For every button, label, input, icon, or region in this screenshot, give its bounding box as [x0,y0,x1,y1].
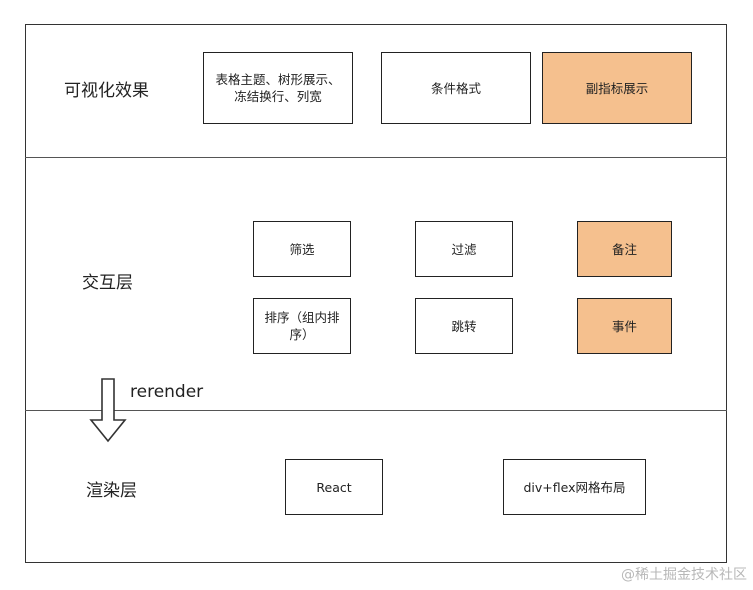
render-box-react: React [285,459,383,515]
render-layer-label: 渲染层 [86,481,137,501]
interaction-box-sort: 排序（组内排序） [253,298,351,354]
outer-frame [25,24,727,563]
interaction-box-note: 备注 [577,221,672,277]
interaction-layer-label: 交互层 [82,273,133,293]
visual-box-conditional-format: 条件格式 [381,52,531,124]
visual-box-table-theme: 表格主题、树形展示、冻结换行、列宽 [203,52,353,124]
rerender-label: rerender [130,382,204,402]
interaction-box-filter: 筛选 [253,221,351,277]
visual-box-sub-metric: 副指标展示 [542,52,692,124]
interaction-box-filtering: 过滤 [415,221,513,277]
layer-divider-top [25,157,727,158]
interaction-box-jump: 跳转 [415,298,513,354]
layer-divider-bottom [25,410,727,411]
interaction-box-event: 事件 [577,298,672,354]
render-box-div-flex-grid: div+flex网格布局 [503,459,646,515]
visual-layer-label: 可视化效果 [64,81,149,101]
rerender-arrow-icon [89,378,127,443]
watermark: @稀土掘金技术社区 [621,567,747,583]
